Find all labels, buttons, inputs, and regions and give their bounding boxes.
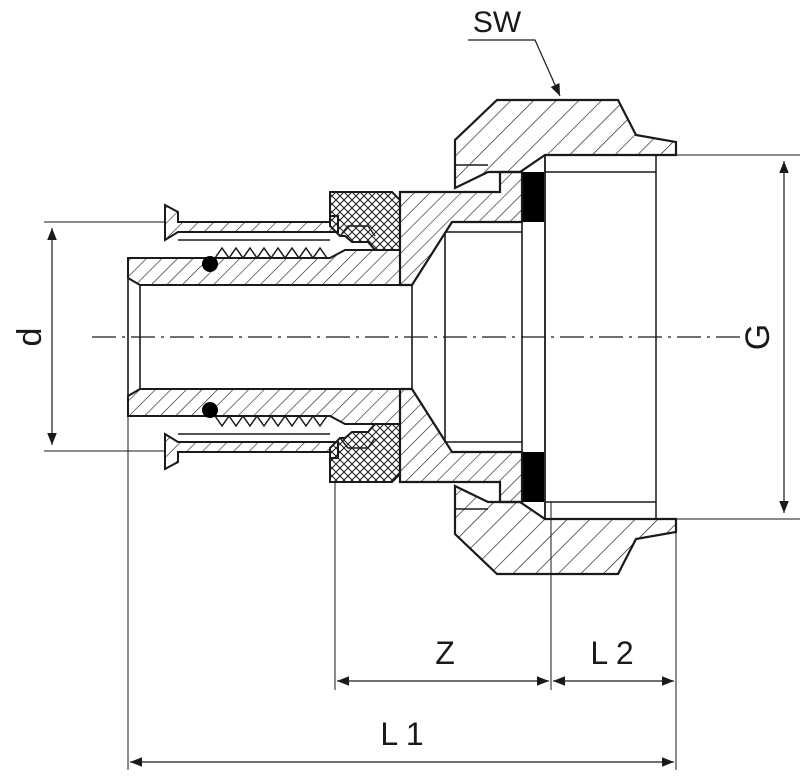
dimension-g-label: G xyxy=(739,324,777,350)
dimension-l2-label: L 2 xyxy=(590,635,633,671)
dimension-d-label: d xyxy=(11,328,49,347)
dimension-z: Z xyxy=(337,635,549,686)
union-nut-bottom-section xyxy=(453,484,678,576)
fitting-body-bottom-section xyxy=(398,387,524,504)
dimension-sw: SW xyxy=(468,6,561,97)
inner-sleeve-top xyxy=(127,249,401,286)
flat-seal xyxy=(521,172,544,502)
dimension-l1-label: L 1 xyxy=(380,716,423,752)
union-nut-top-section xyxy=(453,98,678,190)
dimension-d: d xyxy=(11,221,165,452)
flat-seal-top xyxy=(522,172,544,222)
press-sleeve-bottom xyxy=(164,432,339,471)
inner-sleeve-bottom xyxy=(127,388,401,425)
flat-seal-bottom xyxy=(522,452,544,502)
fitting-body-top-section xyxy=(398,170,524,287)
inner-support-sleeve xyxy=(127,249,401,425)
dimension-z-label: Z xyxy=(435,635,455,671)
plastic-ring xyxy=(329,191,401,483)
dimension-l1: L 1 xyxy=(130,716,674,767)
plastic-ring-top xyxy=(329,191,401,251)
press-sleeve-top xyxy=(164,203,339,242)
o-ring-bottom xyxy=(202,402,218,418)
dimension-sw-label: SW xyxy=(473,6,522,39)
pipe-wall xyxy=(178,239,330,435)
dimension-l2: L 2 xyxy=(553,635,674,686)
o-ring-top xyxy=(202,256,218,272)
plastic-ring-bottom xyxy=(329,423,401,483)
dimension-g: G xyxy=(676,154,800,520)
